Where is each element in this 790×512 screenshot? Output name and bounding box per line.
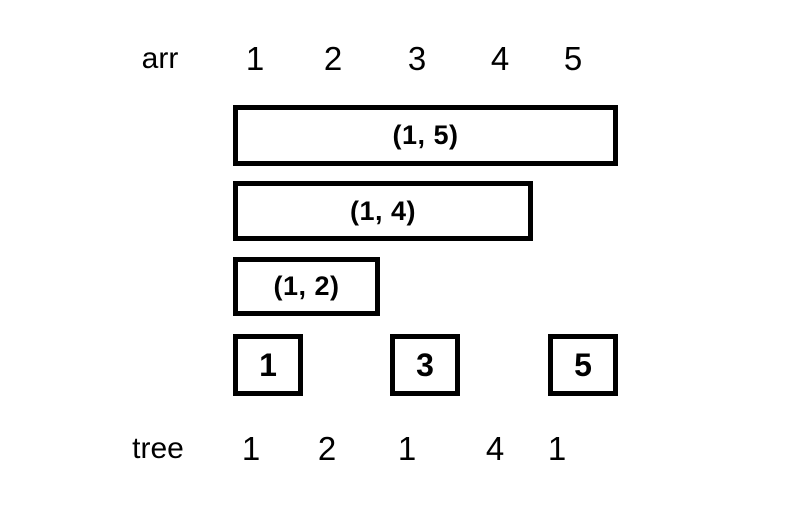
range-box-1-5: (1, 5) [233, 105, 618, 166]
tree-value-3: 1 [397, 430, 417, 467]
arr-index-4: 4 [490, 40, 510, 77]
leaf-box-5-label: 5 [574, 346, 592, 383]
arr-index-2: 2 [323, 40, 343, 77]
range-box-1-4-label: (1, 4) [349, 195, 417, 226]
range-box-1-5-label: (1, 5) [392, 120, 459, 150]
range-box-1-4: (1, 4) [233, 181, 533, 241]
arr-index-1: 1 [245, 40, 265, 77]
arr-row-label: arr [141, 42, 179, 75]
leaf-box-1-label: 1 [259, 346, 277, 383]
range-box-1-2: (1, 2) [233, 257, 380, 316]
tree-value-4: 4 [485, 430, 505, 467]
leaf-box-1: 1 [233, 334, 303, 396]
leaf-box-5: 5 [548, 334, 618, 396]
leaf-box-3-label: 3 [416, 346, 434, 383]
tree-value-1: 1 [241, 430, 261, 467]
arr-index-3: 3 [407, 40, 427, 77]
tree-value-5: 1 [547, 430, 567, 467]
leaf-box-3: 3 [390, 334, 460, 396]
tree-value-2: 2 [317, 430, 337, 467]
arr-index-5: 5 [563, 40, 583, 77]
tree-row-label: tree [132, 432, 184, 465]
range-box-1-2-label: (1, 2) [273, 271, 340, 301]
